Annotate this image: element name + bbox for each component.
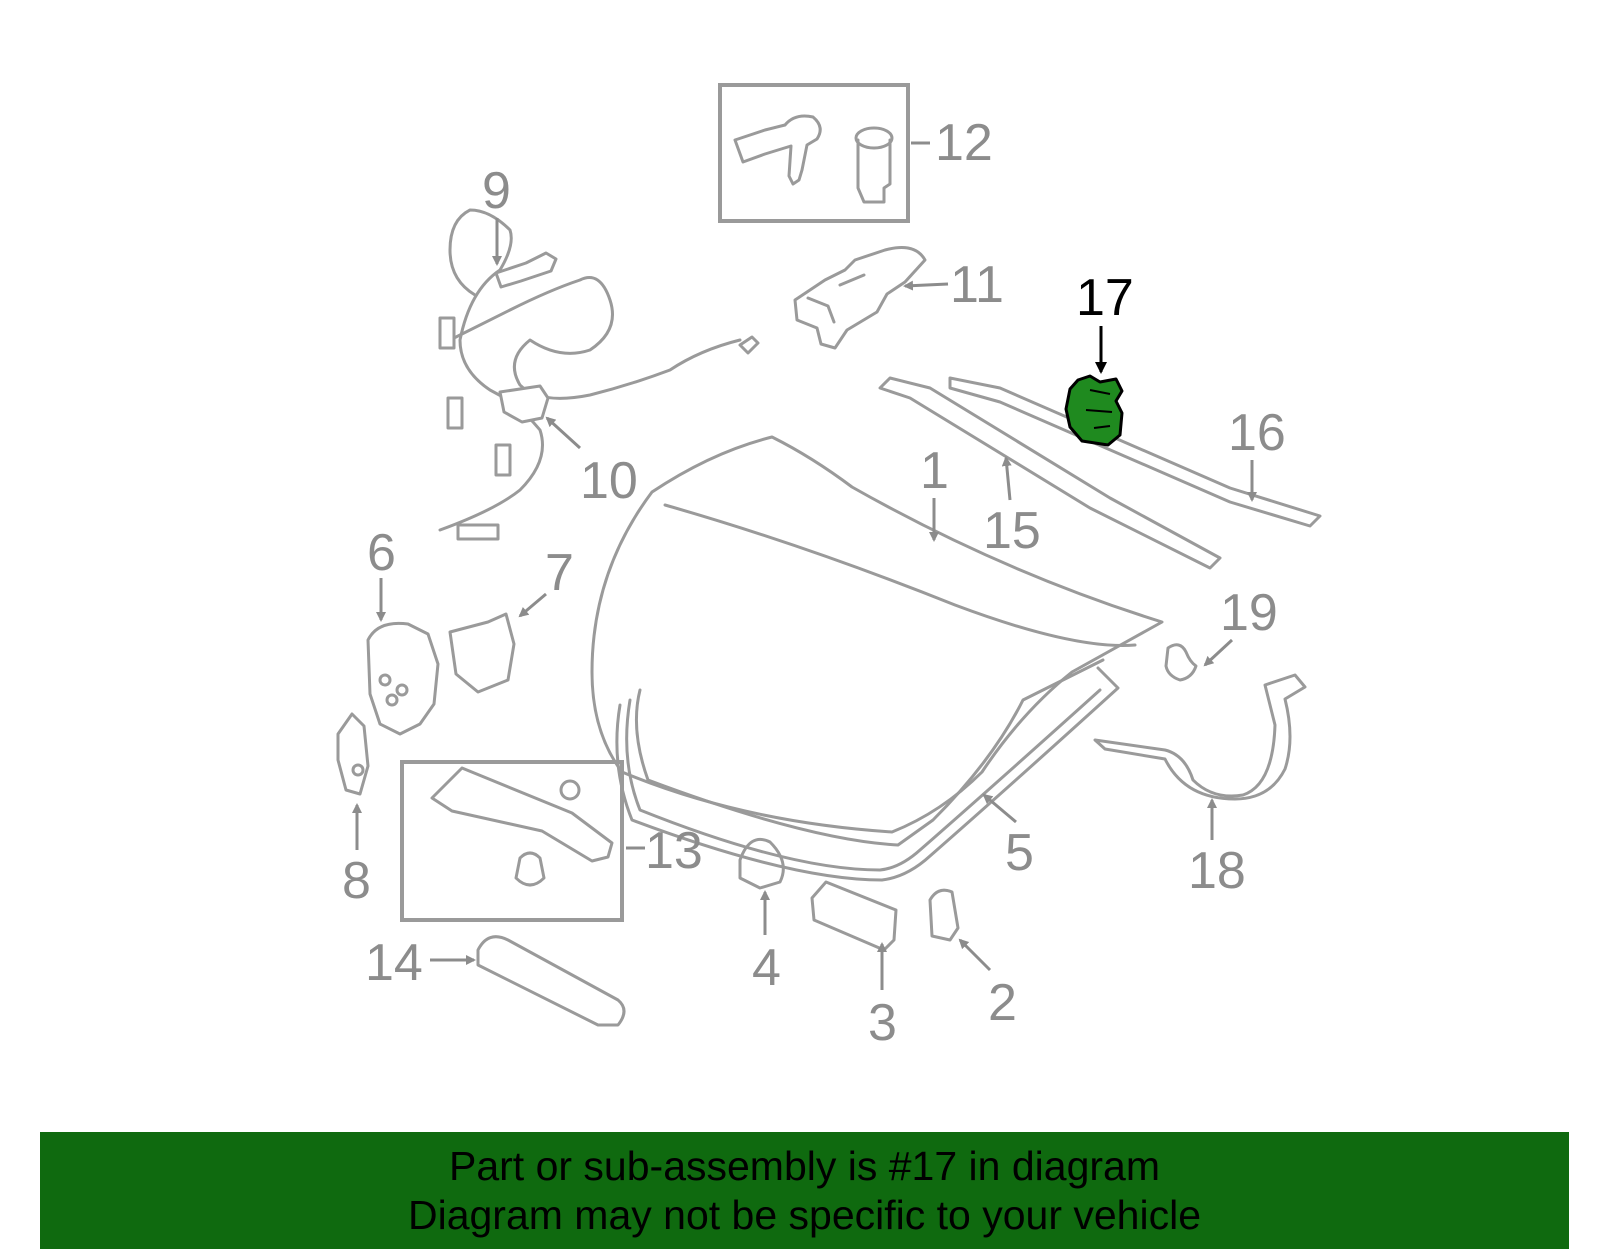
part-8-striker	[336, 712, 370, 796]
info-banner: Part or sub-assembly is #17 in diagram D…	[40, 1132, 1569, 1249]
part-5-weatherstrip	[615, 666, 1120, 882]
part-14-garnish	[476, 935, 626, 1027]
part-11-trunk-opener	[793, 246, 927, 350]
part-6-latch-assembly	[366, 621, 440, 736]
callout-16: 16	[1228, 404, 1286, 462]
callout-13: 13	[645, 822, 703, 880]
part-13-bracket-set	[400, 760, 624, 922]
callout-19: 19	[1220, 584, 1278, 642]
banner-line-2: Diagram may not be specific to your vehi…	[407, 1192, 1201, 1238]
callout-8: 8	[342, 852, 371, 910]
callout-1: 1	[920, 442, 949, 500]
part-4-bumper	[738, 837, 785, 890]
part-3-pad	[810, 880, 898, 952]
part-10-cable-clip	[498, 384, 550, 424]
callout-2: 2	[988, 974, 1017, 1032]
callout-5: 5	[1005, 824, 1034, 882]
part-7-bracket	[448, 612, 516, 694]
part-9-release-cable	[438, 208, 760, 541]
callout-14: 14	[365, 934, 423, 992]
part-19-clip	[1164, 643, 1198, 682]
callout-9: 9	[482, 162, 511, 220]
part-15-torsion-bar	[878, 376, 1222, 570]
banner-line-1: Part or sub-assembly is #17 in diagram	[449, 1143, 1160, 1189]
parts-diagram: 12 11 9 10 1 5 15	[336, 83, 1322, 1052]
callout-17: 17	[1076, 269, 1134, 327]
callout-15: 15	[983, 502, 1041, 560]
callout-4: 4	[752, 939, 781, 997]
callout-11: 11	[950, 256, 1004, 314]
callout-7: 7	[545, 544, 574, 602]
callout-6: 6	[367, 524, 396, 582]
callout-18: 18	[1188, 842, 1246, 900]
part-12-key-cylinder-set	[718, 83, 910, 223]
part-18-hinge	[1093, 673, 1307, 801]
callout-3: 3	[868, 994, 897, 1052]
callout-12: 12	[935, 114, 993, 172]
part-17-trunk-latch	[1064, 374, 1124, 447]
callout-10: 10	[580, 452, 638, 510]
part-2-stopper	[928, 888, 960, 942]
part-1-trunk-lid	[590, 435, 1164, 847]
